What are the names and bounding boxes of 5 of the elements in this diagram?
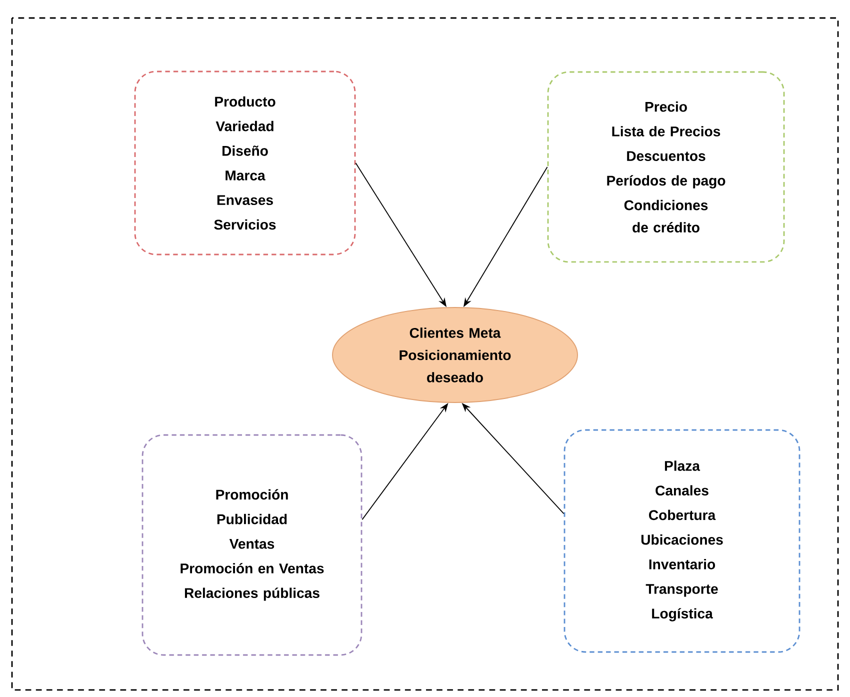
dashed-box: Plaza Canales Cobertura Ubicaciones Inventario Transporte Logística — [564, 429, 800, 653]
ellipse-node: Clientes Meta Posicionamiento deseado — [332, 307, 578, 403]
dashed-box: Precio Lista de Precios Descuentos Períodos de pago Condiciones de crédito — [547, 71, 785, 263]
dashed-box: Promoción Publicidad Ventas Promoción en Ventas Relaciones públicas — [142, 434, 362, 656]
dashed-box: Producto Variedad Diseño Marca Envases Servicios — [134, 70, 356, 256]
